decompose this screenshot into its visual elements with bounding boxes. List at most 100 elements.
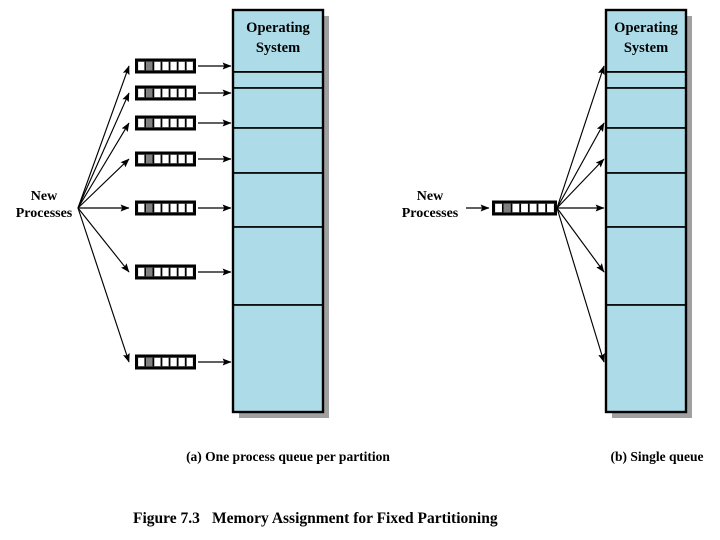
panel-a-queues	[135, 58, 196, 370]
queue-cell-divider	[168, 357, 171, 367]
queue-cell-divider	[176, 203, 179, 213]
queue-cell-divider	[192, 118, 195, 128]
single-queue	[492, 200, 557, 216]
queue-cell-divider	[136, 203, 139, 213]
queue-end-right	[554, 200, 557, 216]
queue-cell-divider	[192, 203, 195, 213]
panel-b-os-label-line2: System	[624, 40, 668, 56]
arrow-queue-to-partition-1	[556, 65, 605, 209]
queue-cell-divider	[192, 61, 195, 71]
queue-7	[135, 354, 196, 370]
queue-rail-top	[492, 200, 557, 204]
queue-cell-divider	[136, 88, 139, 98]
queue-rail-bottom	[135, 163, 196, 167]
queue-rail-bottom	[492, 212, 557, 216]
arrow-source-to-queue-4	[77, 158, 130, 209]
queue-2	[135, 85, 196, 101]
queue-cell-occupied	[146, 154, 153, 164]
panel-a-outer-frame	[231, 8, 325, 414]
queue-cell-divider	[192, 88, 195, 98]
queue-5	[135, 200, 196, 216]
new-processes-label-line2: Processes	[16, 206, 73, 221]
queue-end-right	[193, 264, 196, 280]
queue-6	[135, 264, 196, 280]
queue-end-left	[135, 354, 138, 370]
queue-cell-occupied	[503, 203, 511, 213]
panel-b-partition-3	[605, 127, 687, 174]
queue-cell-divider	[152, 357, 155, 367]
queue-rail-top	[135, 200, 196, 204]
queue-rail-bottom	[135, 366, 196, 370]
queue-cell-divider	[176, 118, 179, 128]
figure-number: Figure 7.3	[133, 510, 200, 527]
queue-cell-divider	[192, 267, 195, 277]
new-processes-label-line1: New	[417, 189, 444, 204]
queue-end-left	[135, 85, 138, 101]
panel-a-queue-to-partition-arrows	[198, 62, 232, 366]
queue-end-left	[135, 58, 138, 74]
queue-rail-bottom	[135, 212, 196, 216]
queue-cell-divider	[501, 203, 504, 213]
queue-rail-top	[135, 85, 196, 89]
arrow-source-to-queue-7	[77, 207, 130, 363]
queue-cell-divider	[136, 267, 139, 277]
queue-cell-divider	[510, 203, 513, 213]
queue-cell-divider	[176, 88, 179, 98]
queue-cell-divider	[184, 61, 187, 71]
queue-cell-divider	[527, 203, 530, 213]
queue-cell-occupied	[146, 61, 153, 71]
queue-cell-divider	[184, 154, 187, 164]
panel-a-caption: (a) One process queue per partition	[186, 449, 390, 464]
queue-rail-bottom	[135, 276, 196, 280]
queue-cell-divider	[152, 118, 155, 128]
queue-cell-divider	[184, 88, 187, 98]
queue-cell-divider	[184, 267, 187, 277]
queue-cell-divider	[136, 154, 139, 164]
arrow-queue-to-partition-2	[556, 122, 605, 209]
queue-cell-divider	[144, 203, 147, 213]
arrow-queue-to-partition-6	[556, 207, 605, 363]
queue-rail-top	[135, 115, 196, 119]
panel-b-partition-5	[605, 226, 687, 306]
queue-cell-divider	[160, 88, 163, 98]
queue-rail-top	[135, 264, 196, 268]
queue-end-left	[135, 264, 138, 280]
arrow-queue-to-partition-3	[556, 158, 605, 209]
panel-b-queues	[492, 200, 557, 216]
queue-end-right	[193, 115, 196, 131]
queue-end-right	[193, 85, 196, 101]
queue-cell-divider	[184, 203, 187, 213]
queue-cell-divider	[160, 118, 163, 128]
panel-b-os-label-line1: Operating	[614, 20, 678, 36]
panel-a-partition-2	[232, 87, 324, 129]
queue-cell-divider	[519, 203, 522, 213]
figure-caption: Figure 7.3 Memory Assignment for Fixed P…	[133, 510, 498, 527]
queue-cell-divider	[184, 118, 187, 128]
queue-rail-bottom	[135, 97, 196, 101]
queue-cell-divider	[144, 61, 147, 71]
queue-end-right	[193, 58, 196, 74]
queue-cell-divider	[152, 88, 155, 98]
panel-b-queue-to-partition-arrows	[556, 65, 605, 363]
panel-a-partition-3	[232, 127, 324, 174]
queue-cell-divider	[136, 61, 139, 71]
queue-cell-occupied	[146, 118, 153, 128]
queue-cell-divider	[144, 88, 147, 98]
queue-cell-divider	[176, 357, 179, 367]
queue-cell-divider	[168, 154, 171, 164]
queue-cell-divider	[168, 267, 171, 277]
panel-a-partition-1	[232, 71, 324, 89]
panel-a-os-label-line1: Operating	[246, 20, 310, 36]
queue-cell-divider	[192, 154, 195, 164]
queue-cell-divider	[168, 118, 171, 128]
queue-rail-top	[135, 58, 196, 62]
queue-cell-divider	[144, 357, 147, 367]
queue-cell-divider	[152, 203, 155, 213]
queue-cell-divider	[160, 267, 163, 277]
queue-rail-top	[135, 151, 196, 155]
queue-cell-occupied	[146, 357, 153, 367]
queue-cell-divider	[160, 203, 163, 213]
queue-cell-divider	[160, 61, 163, 71]
